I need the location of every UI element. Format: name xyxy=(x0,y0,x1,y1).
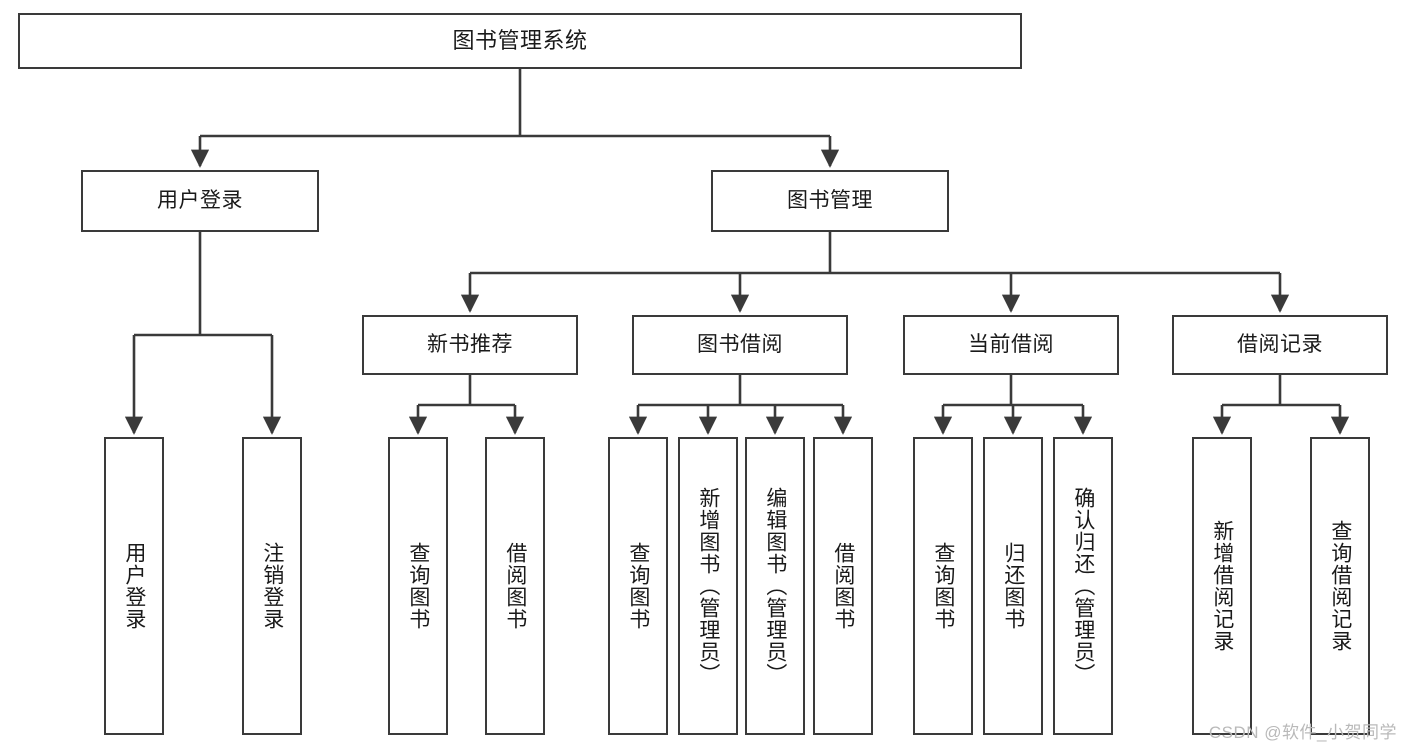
node-new-book-recommend[interactable]: 新书推荐 xyxy=(362,315,578,375)
node-leaf-logout[interactable]: 注销登录 xyxy=(242,437,302,735)
node-label: 当前借阅 xyxy=(968,333,1054,357)
node-leaf-edit-book-admin[interactable]: 编辑图书（管理员） xyxy=(745,437,805,735)
node-current-borrow[interactable]: 当前借阅 xyxy=(903,315,1119,375)
node-leaf-confirm-return-admin[interactable]: 确认归还（管理员） xyxy=(1053,437,1113,735)
node-label: 借阅图书 xyxy=(831,542,855,630)
node-borrow-record[interactable]: 借阅记录 xyxy=(1172,315,1388,375)
node-label: 归还图书 xyxy=(1001,542,1025,630)
node-book-borrow[interactable]: 图书借阅 xyxy=(632,315,848,375)
node-label: 查询图书 xyxy=(931,542,955,630)
node-leaf-query-book-borrow[interactable]: 查询图书 xyxy=(608,437,668,735)
node-label: 确认归还（管理员） xyxy=(1071,487,1095,685)
node-label: 注销登录 xyxy=(260,542,284,630)
node-label: 图书借阅 xyxy=(697,333,783,357)
node-label: 新增图书（管理员） xyxy=(696,487,720,685)
watermark: CSDN @软件_小贺同学 xyxy=(1208,723,1397,742)
node-label: 新书推荐 xyxy=(427,333,513,357)
node-user-login[interactable]: 用户登录 xyxy=(81,170,319,232)
node-leaf-add-borrow-record[interactable]: 新增借阅记录 xyxy=(1192,437,1252,735)
node-leaf-query-borrow-record[interactable]: 查询借阅记录 xyxy=(1310,437,1370,735)
node-leaf-borrow-book[interactable]: 借阅图书 xyxy=(813,437,873,735)
node-root-book-management-system[interactable]: 图书管理系统 xyxy=(18,13,1022,69)
node-leaf-query-book-current[interactable]: 查询图书 xyxy=(913,437,973,735)
node-label: 借阅记录 xyxy=(1237,333,1323,357)
node-book-management[interactable]: 图书管理 xyxy=(711,170,949,232)
node-label: 编辑图书（管理员） xyxy=(763,487,787,685)
node-label: 用户登录 xyxy=(157,189,243,213)
node-leaf-add-book-admin[interactable]: 新增图书（管理员） xyxy=(678,437,738,735)
node-label: 查询图书 xyxy=(626,542,650,630)
node-leaf-borrow-book-newbook[interactable]: 借阅图书 xyxy=(485,437,545,735)
node-label: 借阅图书 xyxy=(503,542,527,630)
node-label: 图书管理 xyxy=(787,189,873,213)
node-label: 新增借阅记录 xyxy=(1210,520,1234,652)
node-label: 用户登录 xyxy=(122,542,146,630)
node-label: 图书管理系统 xyxy=(452,27,588,53)
node-leaf-query-book-newbook[interactable]: 查询图书 xyxy=(388,437,448,735)
node-leaf-user-login[interactable]: 用户登录 xyxy=(104,437,164,735)
node-leaf-return-book[interactable]: 归还图书 xyxy=(983,437,1043,735)
node-label: 查询借阅记录 xyxy=(1328,520,1352,652)
node-label: 查询图书 xyxy=(406,542,430,630)
